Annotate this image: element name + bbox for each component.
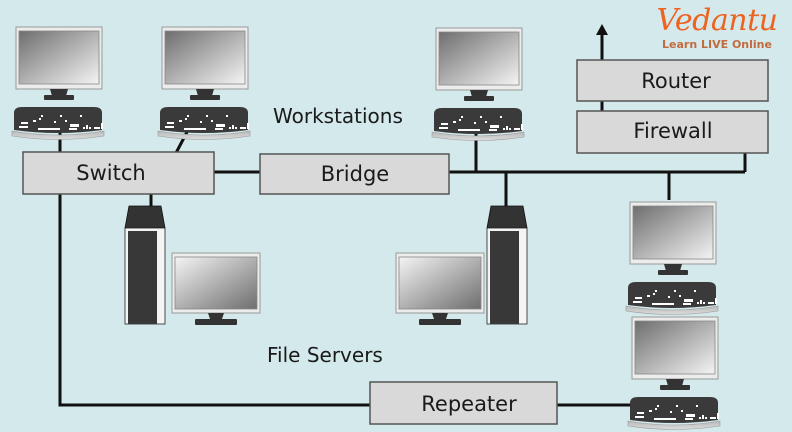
repeater-box[interactable]	[369, 381, 558, 425]
brand-logo: Vedantu Learn LIVE Online	[652, 3, 782, 52]
router-box[interactable]	[576, 59, 769, 102]
firewall-label: Firewall	[633, 119, 712, 143]
brand-tagline: Learn LIVE Online	[662, 38, 772, 51]
workstation-1[interactable]	[11, 26, 105, 140]
workstation-4[interactable]	[625, 201, 719, 315]
switch-box[interactable]	[22, 151, 215, 195]
firewall-node[interactable]: Firewall	[576, 110, 769, 154]
file-server-tower-2[interactable]	[486, 205, 528, 325]
network-wires	[58, 24, 747, 407]
switch-label: Switch	[76, 161, 145, 185]
file-servers-caption: File Servers	[267, 343, 383, 367]
bridge-label: Bridge	[321, 162, 389, 186]
repeater-label: Repeater	[421, 392, 517, 416]
bridge-node[interactable]: Bridge	[259, 153, 450, 195]
workstation-5[interactable]	[627, 316, 721, 430]
bridge-box[interactable]	[259, 153, 450, 195]
file-server-monitor-2	[395, 252, 485, 326]
workstations-caption: Workstations	[273, 104, 403, 128]
arrow-up-icon	[596, 24, 608, 35]
firewall-box[interactable]	[576, 110, 769, 154]
wire-switch-repeater	[58, 194, 370, 407]
workstation-2[interactable]	[157, 26, 251, 140]
workstation-3[interactable]	[431, 27, 525, 141]
repeater-node[interactable]: Repeater	[369, 381, 558, 425]
file-server-tower-1[interactable]	[124, 205, 166, 325]
file-server-monitor-1	[171, 252, 261, 326]
router-node[interactable]: Router	[576, 59, 769, 102]
switch-node[interactable]: Switch	[22, 151, 215, 195]
brand-name: Vedantu	[656, 3, 778, 38]
router-label: Router	[641, 69, 711, 93]
